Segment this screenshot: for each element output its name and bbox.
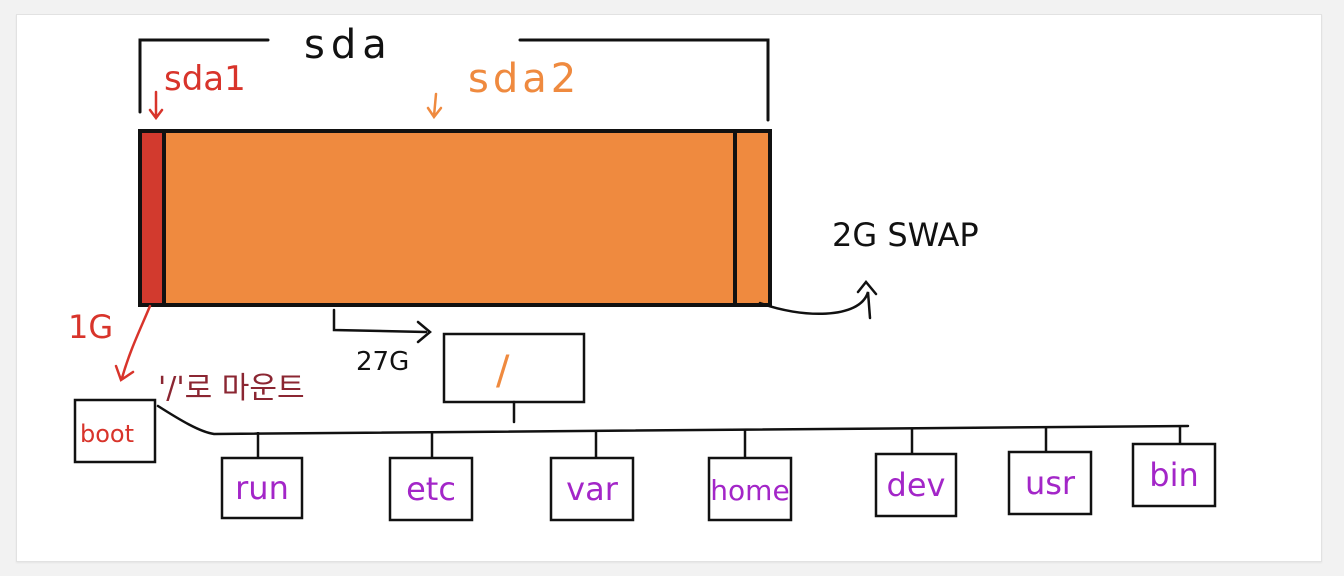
sda1-size-label: 1G <box>68 308 113 346</box>
tree-connector <box>156 400 1190 436</box>
partition-sda1-block <box>138 129 166 307</box>
directory-label-bin: bin <box>1149 456 1198 494</box>
sda1-arrow <box>148 90 164 121</box>
directory-node-etc <box>388 456 474 522</box>
sda2-arrow <box>426 92 443 120</box>
partition-sda2-block <box>138 129 772 307</box>
root-arrow <box>332 308 432 344</box>
directory-label-run: run <box>235 469 289 507</box>
swap-arrow <box>758 280 878 320</box>
root-size-label: 27G <box>356 347 409 377</box>
directory-nodes: run etc var home dev usr bin <box>220 426 1217 522</box>
directory-node-run <box>220 456 304 520</box>
directory-node-dev <box>874 452 958 518</box>
directory-label-dev: dev <box>887 466 946 504</box>
sda-bracket <box>138 38 770 122</box>
mount-note: '/'로 마운트 <box>158 371 305 406</box>
swap-label: 2G SWAP <box>832 216 979 254</box>
sda-label: sda <box>304 22 393 68</box>
directory-node-var <box>549 456 635 522</box>
directory-label-usr: usr <box>1025 464 1076 502</box>
directory-node-usr <box>1007 450 1093 516</box>
boot-node-label: boot <box>80 420 134 448</box>
sda1-mount-arrow <box>114 304 152 382</box>
directory-node-bin <box>1131 442 1217 508</box>
sda1-label: sda1 <box>164 59 246 99</box>
directory-node-home <box>707 456 793 522</box>
root-node-label: / <box>496 348 510 394</box>
directory-label-var: var <box>566 470 619 508</box>
directory-label-home: home <box>710 474 789 507</box>
root-node <box>442 332 586 404</box>
boot-node <box>73 398 157 464</box>
directory-label-etc: etc <box>406 470 456 508</box>
sda2-label: sda2 <box>468 56 580 102</box>
